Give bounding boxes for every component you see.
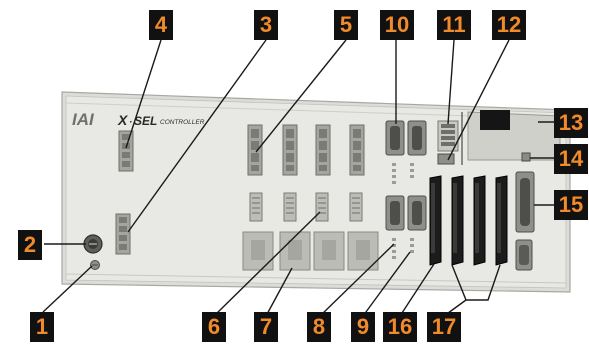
callout-16: 16 [383,312,417,342]
callout-1: 1 [30,312,54,342]
connector-4 [119,131,133,171]
jack-14 [522,153,530,161]
callout-2: 2 [18,230,42,260]
callout-14: 14 [554,144,588,174]
callout-15: 15 [554,190,588,220]
covers-7 [243,232,378,270]
svg-text:·: · [129,117,132,128]
ground-terminal-1 [91,261,100,270]
callout-10: 10 [380,10,414,40]
callout-9: 9 [351,312,375,342]
callout-3: 3 [254,10,278,40]
switch-2 [84,235,102,253]
svg-text:SEL: SEL [134,114,157,128]
callout-4: 4 [149,10,173,40]
svg-text:CONTROLLER: CONTROLLER [160,119,205,126]
callout-17: 17 [427,312,461,342]
callout-11: 11 [437,10,471,40]
callout-8: 8 [307,312,331,342]
callout-5: 5 [334,10,358,40]
svg-text:X: X [117,112,129,128]
display-13 [468,110,560,160]
dsub-port-15 [516,172,534,270]
callout-6: 6 [202,312,226,342]
callout-12: 12 [492,10,526,40]
brand-logo: IAI [72,110,95,129]
callout-13: 13 [554,108,588,138]
connector-3 [116,214,130,254]
callout-7: 7 [254,312,278,342]
